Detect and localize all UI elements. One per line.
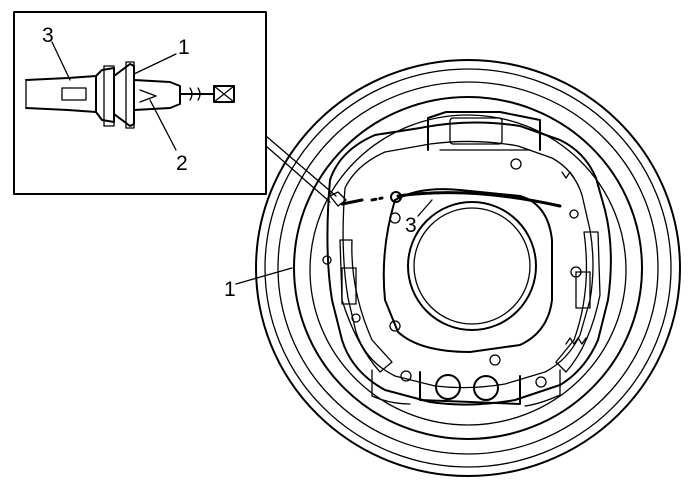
brake-drum-assembly — [255, 59, 681, 477]
anchor-block — [371, 369, 561, 407]
mounting-holes — [322, 158, 582, 388]
main-cable-leader — [417, 199, 433, 217]
inset-detail: 3 1 2 — [13, 11, 267, 195]
inset-callout-clip: 2 — [176, 152, 188, 175]
inset-callout-cable: 3 — [42, 24, 54, 47]
hub-center — [382, 188, 553, 353]
parking-brake-cable — [329, 191, 562, 208]
inset-pointer-lines — [265, 135, 337, 203]
inset-callout-retainer: 1 — [178, 36, 190, 59]
brake-shoes — [339, 231, 601, 373]
main-callout-cable: 3 — [405, 214, 417, 237]
main-callout-drum: 1 — [224, 278, 236, 301]
drum-outer-rings — [255, 59, 681, 477]
return-springs — [561, 171, 587, 345]
inset-cable-fitting — [25, 61, 235, 129]
wheel-cylinder — [427, 111, 541, 151]
inset-cable-leader — [51, 41, 71, 81]
inset-retainer-leader — [133, 53, 177, 75]
inset-clip-leader — [149, 99, 177, 151]
main-drum-leader — [235, 267, 293, 285]
backing-plate — [326, 121, 612, 406]
inset-frame — [13, 11, 267, 195]
